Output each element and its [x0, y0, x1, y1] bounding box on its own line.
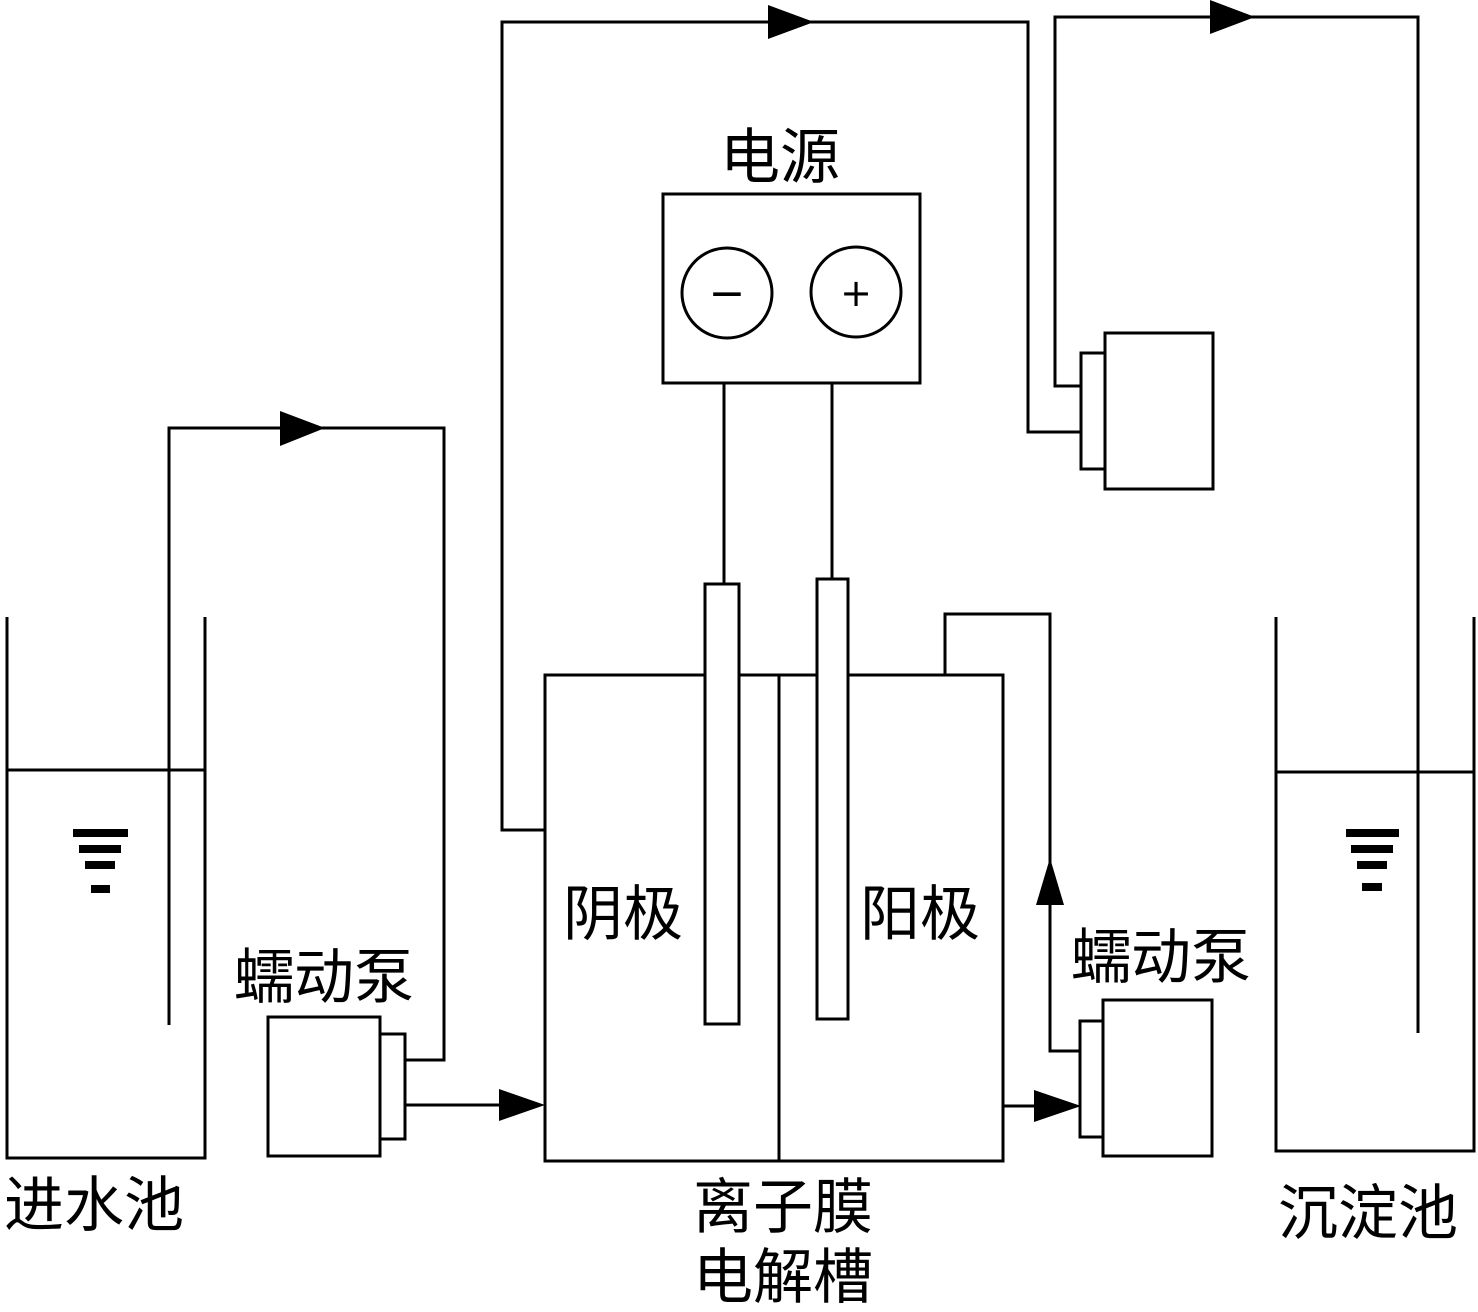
settling-water-level-icon [1346, 829, 1399, 891]
flow-arrow-into-pump [1034, 1090, 1081, 1122]
electrolytic-cell [543, 673, 1005, 1163]
power-supply-label: 电源 [720, 123, 840, 193]
inlet-water-level-icon [73, 829, 128, 893]
flow-arrow-up [1036, 858, 1064, 905]
peristaltic-pump-right [1078, 998, 1214, 1158]
cathode-electrode [703, 582, 741, 1026]
flow-arrow-inlet [280, 411, 325, 446]
inlet-tank [5, 617, 207, 1160]
pump-left-label: 蠕动泵 [234, 943, 414, 1013]
anode-loop-pipe [943, 612, 1080, 1053]
settling-tank [1274, 617, 1476, 1153]
flow-arrow-recirculation [768, 5, 814, 39]
cell-label-line2: 电解槽 [693, 1243, 873, 1312]
cell-label-line1: 离子膜 [693, 1173, 873, 1243]
recirculation-pipe [500, 20, 1081, 832]
settling-tank-label: 沉淀池 [1278, 1179, 1458, 1249]
inlet-pipe [167, 426, 446, 1062]
positive-terminal [809, 245, 903, 339]
minus-symbol: − [709, 268, 746, 319]
flow-arrow-to-settling [1210, 0, 1255, 34]
power-supply [661, 192, 922, 385]
negative-terminal [680, 246, 774, 340]
anode-electrode [815, 577, 850, 1021]
pipe-to-settling-tank [1053, 15, 1420, 1033]
flow-arrow-into-cell [499, 1089, 545, 1121]
cathode-label: 阴极 [563, 880, 683, 950]
peristaltic-pump-left [266, 1015, 407, 1158]
peristaltic-pump-top [1079, 331, 1215, 491]
inlet-tank-label: 进水池 [4, 1171, 184, 1241]
pump-right-label: 蠕动泵 [1071, 923, 1251, 993]
anode-label: 阳极 [860, 880, 980, 950]
plus-symbol: + [840, 271, 872, 315]
